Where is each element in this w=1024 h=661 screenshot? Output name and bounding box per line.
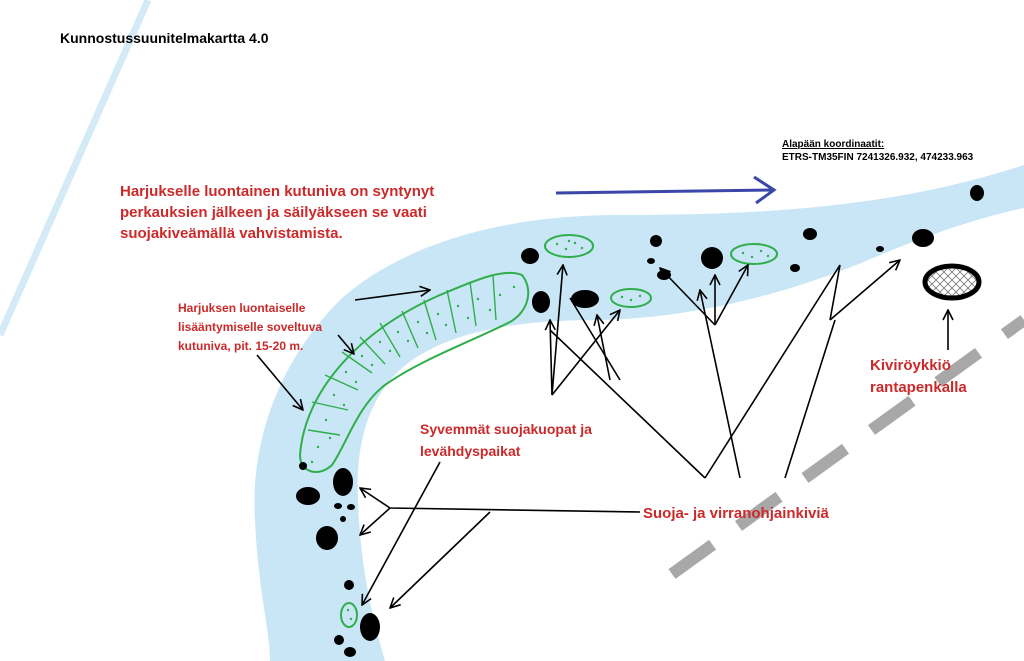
- pools-note: Syvemmät suojakuopat ja levähdyspaikat: [420, 418, 660, 462]
- spawning-note-line: lisääntymiselle soveltuva: [178, 320, 323, 334]
- pools-note-line: Syvemmät suojakuopat ja: [420, 421, 592, 437]
- faint-line: [0, 0, 152, 337]
- spawning-note-line: kutuniva, pit. 15-20 m.: [178, 339, 304, 353]
- riffle-note-line: suojakiveämällä vahvistamista.: [120, 225, 343, 242]
- pile-note: Kiviröykkiö rantapenkalla: [870, 355, 1010, 399]
- spawning-note-line: Harjuksen luontaiselle: [178, 301, 306, 315]
- pool-icon: [340, 602, 358, 628]
- pile-note-line: rantapenkalla: [870, 379, 967, 396]
- pool-icon: [730, 243, 778, 265]
- riffle-note-line: Harjukselle luontainen kutuniva on synty…: [120, 183, 435, 200]
- map-title: Kunnostussuunitelmakartta 4.0: [60, 30, 269, 46]
- stone-icon: [296, 185, 984, 657]
- pools-note-line: levähdyspaikat: [420, 443, 521, 459]
- road-line: [668, 315, 1024, 579]
- spawning-note: Harjuksen luontaiselle lisääntymiselle s…: [178, 299, 378, 356]
- stone-pile-icon: [922, 263, 982, 301]
- river: [254, 165, 1024, 661]
- coordinates-value: ETRS-TM35FIN 7241326.932, 474233.963: [782, 152, 974, 163]
- spawning-area: [298, 271, 530, 474]
- pool-icon: [610, 288, 652, 308]
- pool-icon: [544, 234, 594, 258]
- coordinates-heading: Alapään koordinaatit:: [782, 139, 885, 150]
- flow-arrow-icon: [555, 175, 777, 205]
- riffle-note-line: perkauksien jälkeen ja säilyäkseen se va…: [120, 204, 427, 221]
- annotation-arrows: [256, 260, 948, 608]
- riffle-note: Harjukselle luontainen kutuniva on synty…: [120, 181, 540, 244]
- pile-note-line: Kiviröykkiö: [870, 357, 951, 374]
- stones-note: Suoja- ja virranohjainkiviä: [643, 505, 829, 522]
